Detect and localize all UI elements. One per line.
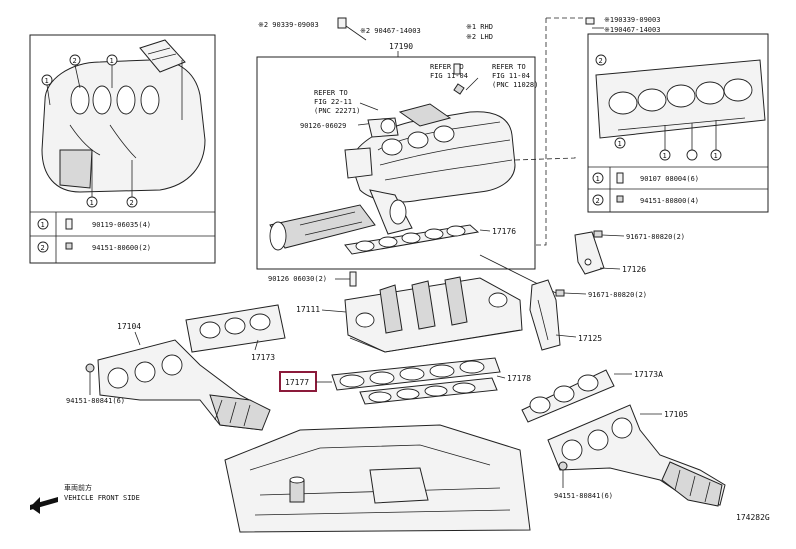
refer1-line1: REFER TO bbox=[430, 63, 464, 71]
engine-block bbox=[224, 424, 531, 533]
note-right-90467: ※190467-14003 bbox=[604, 26, 660, 34]
right-row2-num: 2 bbox=[596, 197, 600, 205]
label-17173A: 17173A bbox=[634, 370, 663, 379]
label-94151-right: 94151-80841(6) bbox=[554, 492, 613, 500]
callout-text: 1 bbox=[45, 77, 49, 85]
callout-text: 1 bbox=[663, 152, 667, 160]
label-17190: 17190 bbox=[389, 42, 413, 51]
bolt-icon bbox=[65, 218, 73, 230]
intake-manifold-17111 bbox=[344, 276, 523, 353]
left-row1-num: 1 bbox=[41, 221, 45, 229]
nut-icon bbox=[65, 242, 73, 250]
front-label-jp: 車両前方 bbox=[64, 483, 92, 492]
bracket-17126 bbox=[574, 231, 605, 275]
callout-text: 2 bbox=[599, 57, 603, 65]
right-detail-box bbox=[587, 33, 769, 213]
gasket-17176 bbox=[344, 224, 480, 255]
air-intake-pipe bbox=[269, 189, 413, 251]
label-17178: 17178 bbox=[507, 374, 531, 383]
callout-text: 1 bbox=[90, 199, 94, 207]
exhaust-gasket-17173 bbox=[185, 304, 286, 353]
refer2-line1: REFER TO bbox=[492, 63, 526, 71]
label-17104: 17104 bbox=[117, 322, 141, 331]
intake-manifold-left-detail bbox=[41, 39, 206, 193]
right-row1-text: 90107 08004(6) bbox=[640, 175, 699, 183]
exhaust-gasket-17173A bbox=[521, 369, 615, 423]
left-detail-box bbox=[29, 34, 216, 264]
exhaust-manifold-17105 bbox=[547, 404, 726, 507]
intake-manifold-assembly bbox=[344, 103, 516, 203]
front-label-en: VEHICLE FRONT SIDE bbox=[64, 494, 140, 502]
callout-text: 1 bbox=[618, 140, 622, 148]
left-row2-num: 2 bbox=[41, 244, 45, 252]
callout-text: 2 bbox=[130, 199, 134, 207]
legend-lhd: ※2 LHD bbox=[466, 33, 493, 41]
highlight-box-17177 bbox=[279, 371, 317, 392]
callout-text: 1 bbox=[714, 152, 718, 160]
label-91671-b: 91671-80820(2) bbox=[588, 291, 647, 299]
refer1-line2: FIG 11-04 bbox=[430, 72, 468, 80]
label-17173: 17173 bbox=[251, 353, 275, 362]
left-row2-text: 94151-80600(2) bbox=[92, 244, 151, 252]
bolt-90126-06029: 90126-06029 bbox=[300, 122, 346, 130]
stud-icon-right bbox=[585, 17, 595, 25]
left-row1-text: 90119-06035(4) bbox=[92, 221, 151, 229]
manifold-group-box bbox=[256, 56, 536, 270]
right-row1-num: 1 bbox=[596, 175, 600, 183]
label-17111: 17111 bbox=[296, 305, 320, 314]
bracket-17125 bbox=[529, 279, 561, 351]
legend-rhd: ※1 RHD bbox=[466, 23, 493, 31]
callout-text: 2 bbox=[73, 57, 77, 65]
nut-icon bbox=[616, 195, 624, 203]
label-91671-a: 91671-80820(2) bbox=[626, 233, 685, 241]
label-17176: 17176 bbox=[492, 227, 516, 236]
diagram-id: 174282G bbox=[736, 513, 770, 522]
note-90339: ※2 90339-09003 bbox=[258, 21, 319, 29]
label-17177: 17177 bbox=[285, 378, 309, 387]
refer2-line3: (PNC 11028) bbox=[492, 81, 538, 89]
note-90467: ※2 90467-14003 bbox=[360, 27, 421, 35]
refer3-line3: (PNC 22271) bbox=[314, 107, 360, 115]
gasket-17178 bbox=[359, 377, 498, 405]
exhaust-manifold-17104 bbox=[97, 339, 271, 431]
refer3-line1: REFER TO bbox=[314, 89, 348, 97]
label-17126: 17126 bbox=[622, 265, 646, 274]
gasket-right-detail bbox=[595, 59, 766, 139]
bolt-icon bbox=[616, 172, 624, 184]
note-right-90339: ※190339-09003 bbox=[604, 16, 660, 24]
refer2-line2: FIG 11-04 bbox=[492, 72, 530, 80]
gasket-17177 bbox=[331, 357, 501, 391]
callout-text: 1 bbox=[110, 57, 114, 65]
right-row2-text: 94151-80800(4) bbox=[640, 197, 699, 205]
refer3-line2: FIG 22-11 bbox=[314, 98, 352, 106]
label-17125: 17125 bbox=[578, 334, 602, 343]
label-17105: 17105 bbox=[664, 410, 688, 419]
label-94151-left: 94151-80841(6) bbox=[66, 397, 125, 405]
label-90126-06030: 90126 06030(2) bbox=[268, 275, 327, 283]
stud-icon bbox=[337, 17, 347, 29]
